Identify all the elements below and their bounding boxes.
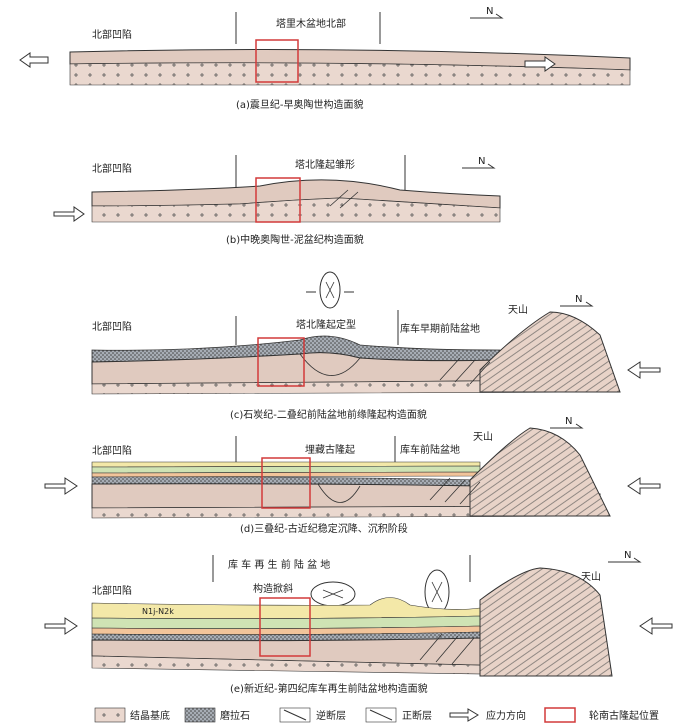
panel-e: 库 车 再 生 前 陆 盆 地 北部凹陷 构造掀斜 天山 N N1j-N2k xyxy=(44,550,673,695)
north-arrow: N xyxy=(608,550,642,563)
legend-item-stress-direction: 应力方向 xyxy=(449,708,526,722)
legend-item-lunnan-uplift-position: 轮南古隆起位置 xyxy=(544,707,659,723)
svg-text:应力方向: 应力方向 xyxy=(486,709,526,722)
stress-arrow-left xyxy=(19,52,49,68)
panel-b-center-label: 塔北隆起雏形 xyxy=(295,158,355,171)
svg-text:逆断层: 逆断层 xyxy=(316,709,346,722)
lunnan-uplift-box xyxy=(257,337,305,387)
legend-item-molasse: 磨拉石 xyxy=(184,707,250,723)
stress-arrow-right xyxy=(524,56,556,72)
panel-c-left-label: 北部凹陷 xyxy=(92,320,132,333)
panel-e-caption: (e)新近纪-第四纪库车再生前陆盆地构造面貌 xyxy=(230,682,428,695)
panel-b-left-label: 北部凹陷 xyxy=(92,162,132,175)
svg-text:N: N xyxy=(486,6,493,17)
panel-b: 北部凹陷 塔北隆起雏形 N (b)中晚奥陶世-泥盆纪构造面貌 xyxy=(53,155,501,246)
sedimentary-layer xyxy=(91,352,601,385)
north-arrow: N xyxy=(462,156,496,169)
tianshan-mountain xyxy=(479,567,613,677)
panel-e-mountain-label: 天山 xyxy=(581,571,601,583)
north-arrow: N xyxy=(470,6,504,19)
panel-d-center-label: 埋藏古隆起 xyxy=(305,443,355,456)
svg-text:轮南古隆起位置: 轮南古隆起位置 xyxy=(589,709,659,722)
panel-a-left-label: 北部凹陷 xyxy=(92,28,132,41)
orange-layer xyxy=(91,471,481,478)
reverse-fault xyxy=(439,357,491,385)
tianshan-mountain xyxy=(469,427,611,517)
panel-c-center-label: 塔北隆起定型 xyxy=(296,318,356,331)
panel-a-center-label: 塔里木盆地北部 xyxy=(276,17,346,30)
stress-arrow-right xyxy=(627,477,661,495)
panel-c-right-label: 库车早期前陆盆地 xyxy=(400,322,480,335)
stress-arrow-left xyxy=(53,206,85,222)
stress-arrow-right xyxy=(639,617,673,635)
legend: 结晶基底 磨拉石 逆断层 正断层 应力方向 轮南古隆起位置 xyxy=(94,707,659,723)
panel-c-caption: (c)石炭纪-二叠纪前陆盆地前缘隆起构造面貌 xyxy=(230,408,427,421)
svg-text:N: N xyxy=(478,156,485,167)
crystalline-basement xyxy=(69,62,631,86)
panel-a-caption: (a)震旦纪-早奥陶世构造面貌 xyxy=(236,98,364,111)
lunnan-uplift-box xyxy=(255,39,299,83)
north-arrow: N xyxy=(560,294,594,307)
panel-d-mountain-label: 天山 xyxy=(473,431,493,443)
lunnan-uplift-box xyxy=(255,177,301,223)
panel-d-left-label: 北部凹陷 xyxy=(92,444,132,457)
tianshan-mountain xyxy=(479,311,621,393)
north-arrow: N xyxy=(550,416,584,429)
svg-text:N: N xyxy=(565,416,572,427)
svg-text:磨拉石: 磨拉石 xyxy=(220,709,250,722)
legend-item-crystalline-basement: 结晶基底 xyxy=(94,707,170,723)
panel-e-left-label: 北部凹陷 xyxy=(92,584,132,597)
lunnan-uplift-box xyxy=(261,457,311,509)
svg-text:正断层: 正断层 xyxy=(402,709,432,722)
panel-c: 北部凹陷 塔北隆起定型 库车早期前陆盆地 天山 N (c)石炭纪-二叠纪前陆盆地… xyxy=(91,271,661,421)
legend-item-reverse-fault: 逆断层 xyxy=(279,707,346,723)
panel-d: 北部凹陷 埋藏古隆起 库车前陆盆地 天山 N (d)三叠纪-古近纪稳定沉降、沉积… xyxy=(44,416,661,535)
stress-arrow-right xyxy=(627,361,661,379)
stress-ellipse xyxy=(306,271,354,309)
buried-uplift xyxy=(317,483,361,503)
uplift-core xyxy=(299,353,361,376)
stress-ellipse xyxy=(310,581,356,607)
panel-d-caption: (d)三叠纪-古近纪稳定沉降、沉积阶段 xyxy=(240,522,408,535)
legend-item-normal-fault: 正断层 xyxy=(365,707,432,723)
reverse-fault xyxy=(429,477,481,505)
stress-arrow-left xyxy=(44,617,78,635)
panel-e-center-label: 构造掀斜 xyxy=(253,582,293,595)
lunnan-uplift-box xyxy=(259,597,311,657)
panel-d-right-label: 库车前陆盆地 xyxy=(400,443,460,456)
svg-text:N: N xyxy=(575,294,582,305)
panel-e-top-label: 库 车 再 生 前 陆 盆 地 xyxy=(228,558,330,571)
crystalline-basement xyxy=(91,197,501,223)
stress-arrow-left xyxy=(44,477,78,495)
reverse-fault xyxy=(329,189,359,209)
panel-c-mountain-label: 天山 xyxy=(508,304,528,316)
reverse-fault xyxy=(419,633,475,665)
svg-text:N: N xyxy=(624,550,631,561)
panel-a: 北部凹陷 塔里木盆地北部 N (a)震旦纪-早奥陶世构造面貌 xyxy=(19,6,631,111)
stress-ellipse xyxy=(424,569,450,615)
svg-text:结晶基底: 结晶基底 xyxy=(130,709,170,722)
panel-b-caption: (b)中晚奥陶世-泥盆纪构造面貌 xyxy=(226,233,364,246)
panel-e-strata-label: N1j-N2k xyxy=(142,607,174,616)
